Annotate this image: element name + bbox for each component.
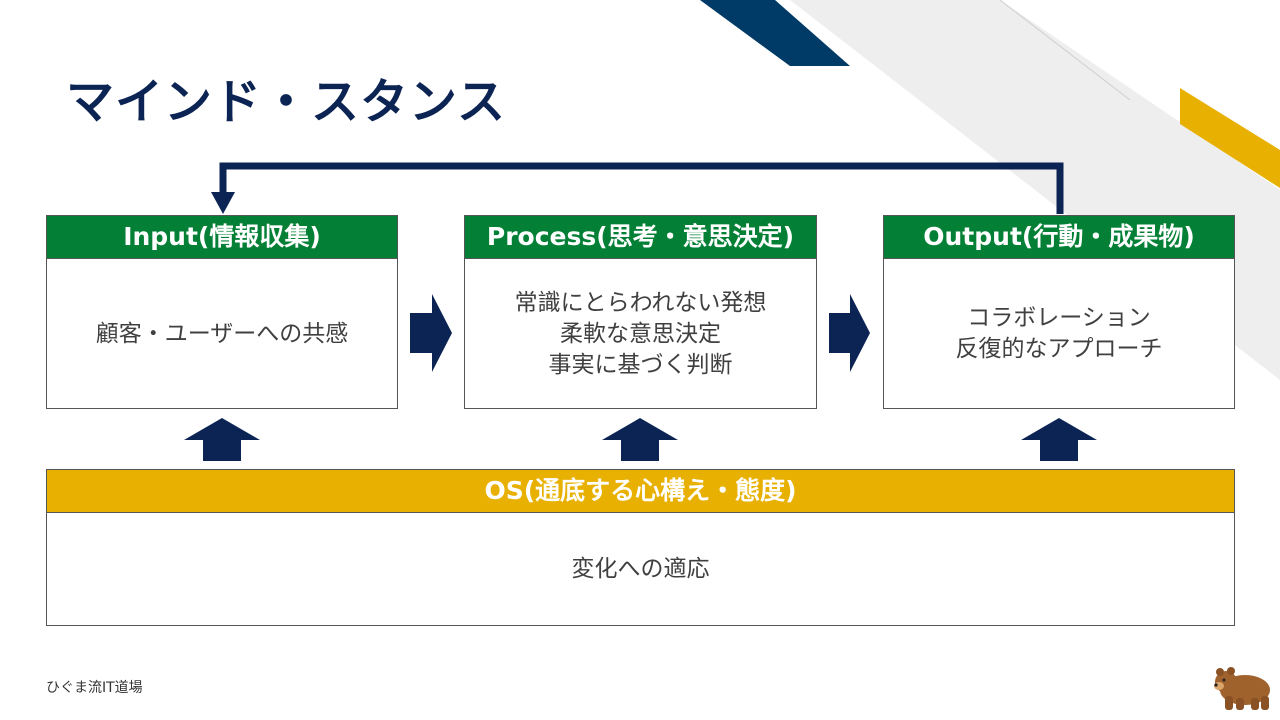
process-box-header: Process(思考・意思決定) bbox=[465, 216, 816, 259]
os-item-line: 変化への適応 bbox=[571, 556, 710, 582]
os-box-header: OS(通底する心構え・態度) bbox=[47, 470, 1234, 513]
os-box: OS(通底する心構え・態度) 変化への適応 bbox=[46, 469, 1235, 626]
bear-icon bbox=[1214, 667, 1270, 710]
output-box-body: コラボレーション 反復的なアプローチ bbox=[884, 259, 1234, 409]
deco-gold-band bbox=[1180, 88, 1280, 188]
output-item-line: 反復的なアプローチ bbox=[955, 336, 1163, 362]
process-box-body: 常識にとらわれない発想 柔軟な意思決定 事実に基づく判断 bbox=[465, 259, 816, 409]
input-box-header: Input(情報収集) bbox=[47, 216, 397, 259]
footer-brand: ひぐま流IT道場 bbox=[46, 680, 143, 696]
feedback-loop-line bbox=[219, 162, 1064, 214]
output-box: Output(行動・成果物) コラボレーション 反復的なアプローチ bbox=[883, 215, 1235, 409]
page-title: マインド・スタンス bbox=[66, 74, 507, 130]
input-box-body: 顧客・ユーザーへの共感 bbox=[47, 259, 397, 409]
arrow-os-to-output bbox=[1021, 418, 1097, 461]
process-box: Process(思考・意思決定) 常識にとらわれない発想 柔軟な意思決定 事実に… bbox=[464, 215, 817, 409]
arrow-os-to-process bbox=[602, 418, 678, 461]
deco-thin-line bbox=[999, 0, 1131, 101]
process-item-line: 常識にとらわれない発想 bbox=[514, 289, 767, 316]
feedback-loop-arrowhead bbox=[211, 192, 235, 214]
input-box: Input(情報収集) 顧客・ユーザーへの共感 bbox=[46, 215, 398, 409]
os-box-body: 変化への適応 bbox=[47, 513, 1234, 626]
arrow-process-to-output bbox=[829, 294, 870, 372]
process-item-line: 事実に基づく判断 bbox=[548, 351, 733, 378]
process-item-line: 柔軟な意思決定 bbox=[560, 320, 721, 347]
output-box-header: Output(行動・成果物) bbox=[884, 216, 1234, 259]
output-item-line: コラボレーション bbox=[967, 305, 1151, 331]
arrow-os-to-input bbox=[184, 418, 260, 461]
input-item-line: 顧客・ユーザーへの共感 bbox=[95, 320, 349, 347]
arrow-input-to-process bbox=[410, 294, 452, 372]
deco-navy-band bbox=[700, 0, 850, 66]
